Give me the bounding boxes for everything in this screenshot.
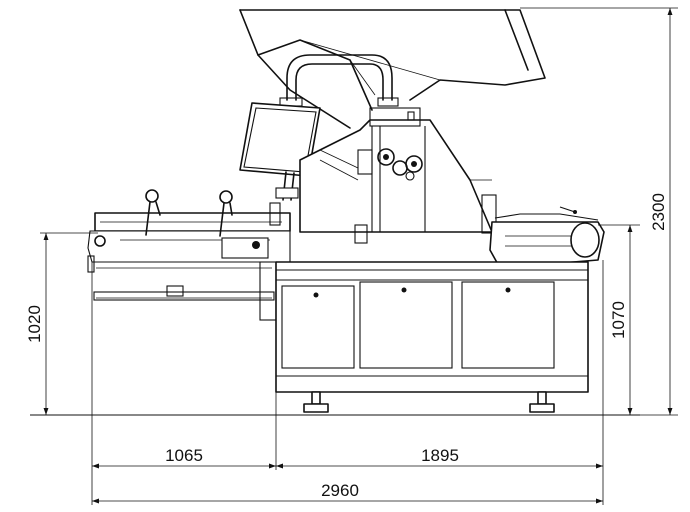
base-cabinet bbox=[275, 261, 589, 393]
dim-label-infeed-height: 1020 bbox=[25, 305, 44, 343]
outfeed-conveyor bbox=[489, 206, 605, 269]
dim-label-outfeed-height: 1070 bbox=[609, 301, 628, 339]
dim-label-total-height: 2300 bbox=[649, 193, 668, 231]
infeed-conveyor bbox=[87, 189, 291, 321]
dim-label-main-length: 1895 bbox=[421, 446, 459, 465]
hopper-chute bbox=[239, 9, 546, 129]
leveling-feet bbox=[303, 391, 555, 413]
dim-label-total-length: 2960 bbox=[321, 481, 359, 500]
dim-label-infeed-length: 1065 bbox=[165, 446, 203, 465]
machine-head bbox=[299, 107, 497, 244]
